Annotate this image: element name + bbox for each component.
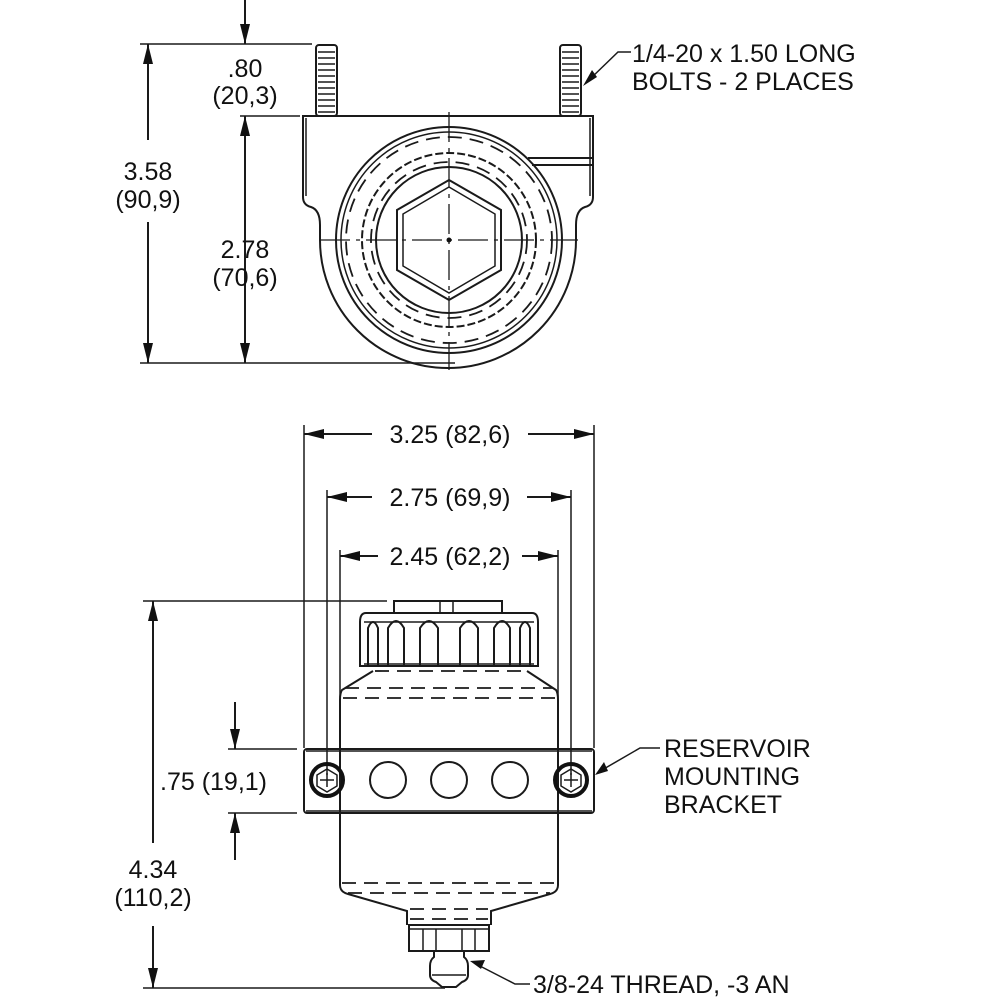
bracket-screw-left — [309, 762, 345, 798]
front-view: 3.25 (82,6) 2.75 (69,9) 2.45 (62,2) .75 … — [114, 421, 810, 999]
dim-bracket-width: 3.25 (82,6) — [390, 421, 511, 449]
dim-body-height-value: 2.78 — [221, 236, 270, 264]
cap-knurl-circle — [361, 152, 537, 328]
callout-bolts-line2: BOLTS - 2 PLACES — [632, 68, 854, 96]
fitting-hex — [408, 924, 490, 952]
callout-arrow-thread — [470, 960, 485, 969]
dim-bracket-height: .75 (19,1) — [160, 768, 267, 796]
dim-overall-height-metric: (90,9) — [115, 186, 180, 214]
dim-overall-height-value: 3.58 — [124, 158, 173, 186]
hex-nut-chamfer — [402, 186, 496, 294]
callout-leader-bracket — [601, 747, 660, 771]
callout-bracket-line3: BRACKET — [664, 791, 782, 819]
dim-body-width: 2.45 (62,2) — [390, 543, 511, 571]
dim-overall-height-value: 4.34 — [129, 856, 178, 884]
callout-thread: 3/8-24 THREAD, -3 AN — [533, 971, 790, 999]
reservoir-cap — [359, 612, 539, 672]
bracket-hole-1 — [369, 761, 407, 799]
dim-bolt-height-metric: (20,3) — [212, 82, 277, 110]
bolt-right — [559, 44, 582, 117]
callout-bracket-line1: RESERVOIR — [664, 735, 811, 763]
dim-bolt-height-value: .80 — [228, 55, 263, 83]
callout-bracket-line2: MOUNTING — [664, 763, 800, 791]
callout-leader-bolts — [588, 51, 631, 81]
callout-arrow-bolts — [583, 70, 597, 86]
dim-hole-spacing: 2.75 (69,9) — [390, 484, 511, 512]
center-point — [446, 237, 452, 243]
callout-arrow-bracket — [595, 762, 608, 775]
fitting-nipple — [429, 950, 469, 988]
bolt-left — [315, 44, 338, 117]
clamp-body-outline — [302, 115, 594, 369]
cap-vent — [393, 600, 503, 614]
dim-body-height-metric: (70,6) — [212, 264, 277, 292]
dim-overall-height-metric: (110,2) — [114, 884, 191, 912]
bracket-hole-3 — [491, 761, 529, 799]
bracket-hole-2 — [430, 761, 468, 799]
callout-leader-thread — [477, 964, 530, 985]
callout-bolts-line1: 1/4-20 x 1.50 LONG — [632, 40, 856, 68]
reservoir-body — [339, 670, 559, 925]
mounting-bracket — [303, 748, 595, 814]
bracket-screw-right — [553, 762, 589, 798]
top-view: .80 (20,3) 3.58 (90,9) 2.78 (70,6) — [115, 0, 856, 370]
